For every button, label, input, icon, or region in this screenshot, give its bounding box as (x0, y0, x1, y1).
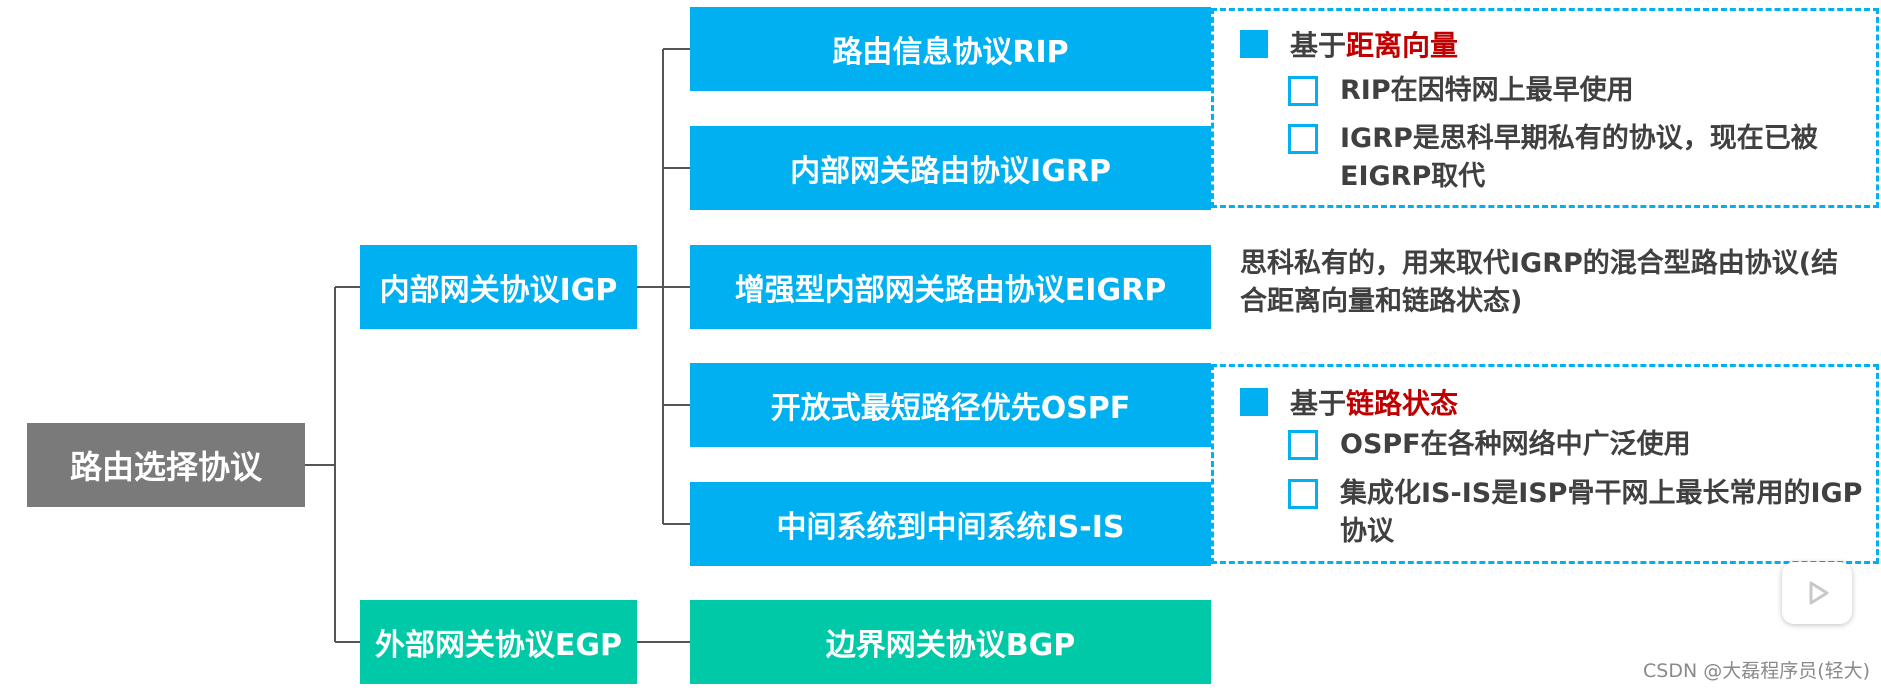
bgp-label: 边界网关协议BGP (825, 628, 1076, 663)
eigrp-label: 增强型内部网关路由协议EIGRP (734, 273, 1167, 308)
rip-label: 路由信息协议RIP (832, 35, 1069, 70)
distance-vector-prefix: 基于 (1290, 29, 1347, 62)
link-state-item-2: 集成化IS-IS是ISP骨干网上最长常用的IGP协议 (1288, 475, 1863, 551)
rip-node: 路由信息协议RIP (690, 7, 1211, 91)
link-state-prefix: 基于 (1290, 387, 1347, 420)
eigrp-description: 思科私有的，用来取代IGRP的混合型路由协议(结合距离向量和链路状态) (1240, 245, 1860, 321)
link-state-item-1: OSPF在各种网络中广泛使用 (1288, 426, 1863, 464)
ospf-node: 开放式最短路径优先OSPF (690, 363, 1211, 447)
isis-node: 中间系统到中间系统IS-IS (690, 482, 1211, 566)
filled-square-bullet-icon (1240, 388, 1268, 416)
distance-vector-highlight: 距离向量 (1346, 29, 1459, 62)
bgp-node: 边界网关协议BGP (690, 600, 1211, 684)
link-state-heading: 基于 链路状态 (1240, 382, 1458, 422)
egp-label: 外部网关协议EGP (374, 628, 623, 663)
isis-label: 中间系统到中间系统IS-IS (776, 510, 1125, 545)
watermark: CSDN @大磊程序员(轻大) (1643, 660, 1871, 682)
empty-square-bullet-icon (1288, 124, 1318, 154)
ospf-label: 开放式最短路径优先OSPF (770, 391, 1131, 426)
empty-square-bullet-icon (1288, 76, 1318, 106)
igrp-node: 内部网关路由协议IGRP (690, 126, 1211, 210)
link-state-item-2-text: 集成化IS-IS是ISP骨干网上最长常用的IGP协议 (1340, 478, 1863, 547)
link-state-highlight: 链路状态 (1346, 387, 1459, 420)
distance-vector-dashed-box (1211, 8, 1879, 208)
distance-vector-item-1: RIP在因特网上最早使用 (1288, 72, 1863, 110)
distance-vector-item-2-text: IGRP是思科早期私有的协议，现在已被EIGRP取代 (1340, 123, 1818, 192)
filled-square-bullet-icon (1240, 30, 1268, 58)
eigrp-description-text: 思科私有的，用来取代IGRP的混合型路由协议(结合距离向量和链路状态) (1240, 248, 1839, 317)
igp-node: 内部网关协议IGP (360, 245, 637, 329)
empty-square-bullet-icon (1288, 479, 1318, 509)
link-state-dashed-box (1211, 364, 1879, 564)
root-node: 路由选择协议 (27, 423, 305, 507)
distance-vector-item-1-text: RIP在因特网上最早使用 (1340, 75, 1634, 106)
igp-label: 内部网关协议IGP (379, 273, 618, 308)
egp-node: 外部网关协议EGP (360, 600, 637, 684)
root-label: 路由选择协议 (69, 448, 262, 486)
link-state-item-1-text: OSPF在各种网络中广泛使用 (1340, 429, 1691, 460)
igrp-label: 内部网关路由协议IGRP (790, 154, 1111, 189)
empty-square-bullet-icon (1288, 430, 1318, 460)
play-button[interactable] (1782, 562, 1852, 624)
distance-vector-item-2: IGRP是思科早期私有的协议，现在已被EIGRP取代 (1288, 120, 1863, 196)
distance-vector-heading: 基于 距离向量 (1240, 24, 1458, 64)
play-icon (1809, 581, 1829, 605)
eigrp-node: 增强型内部网关路由协议EIGRP (690, 245, 1211, 329)
